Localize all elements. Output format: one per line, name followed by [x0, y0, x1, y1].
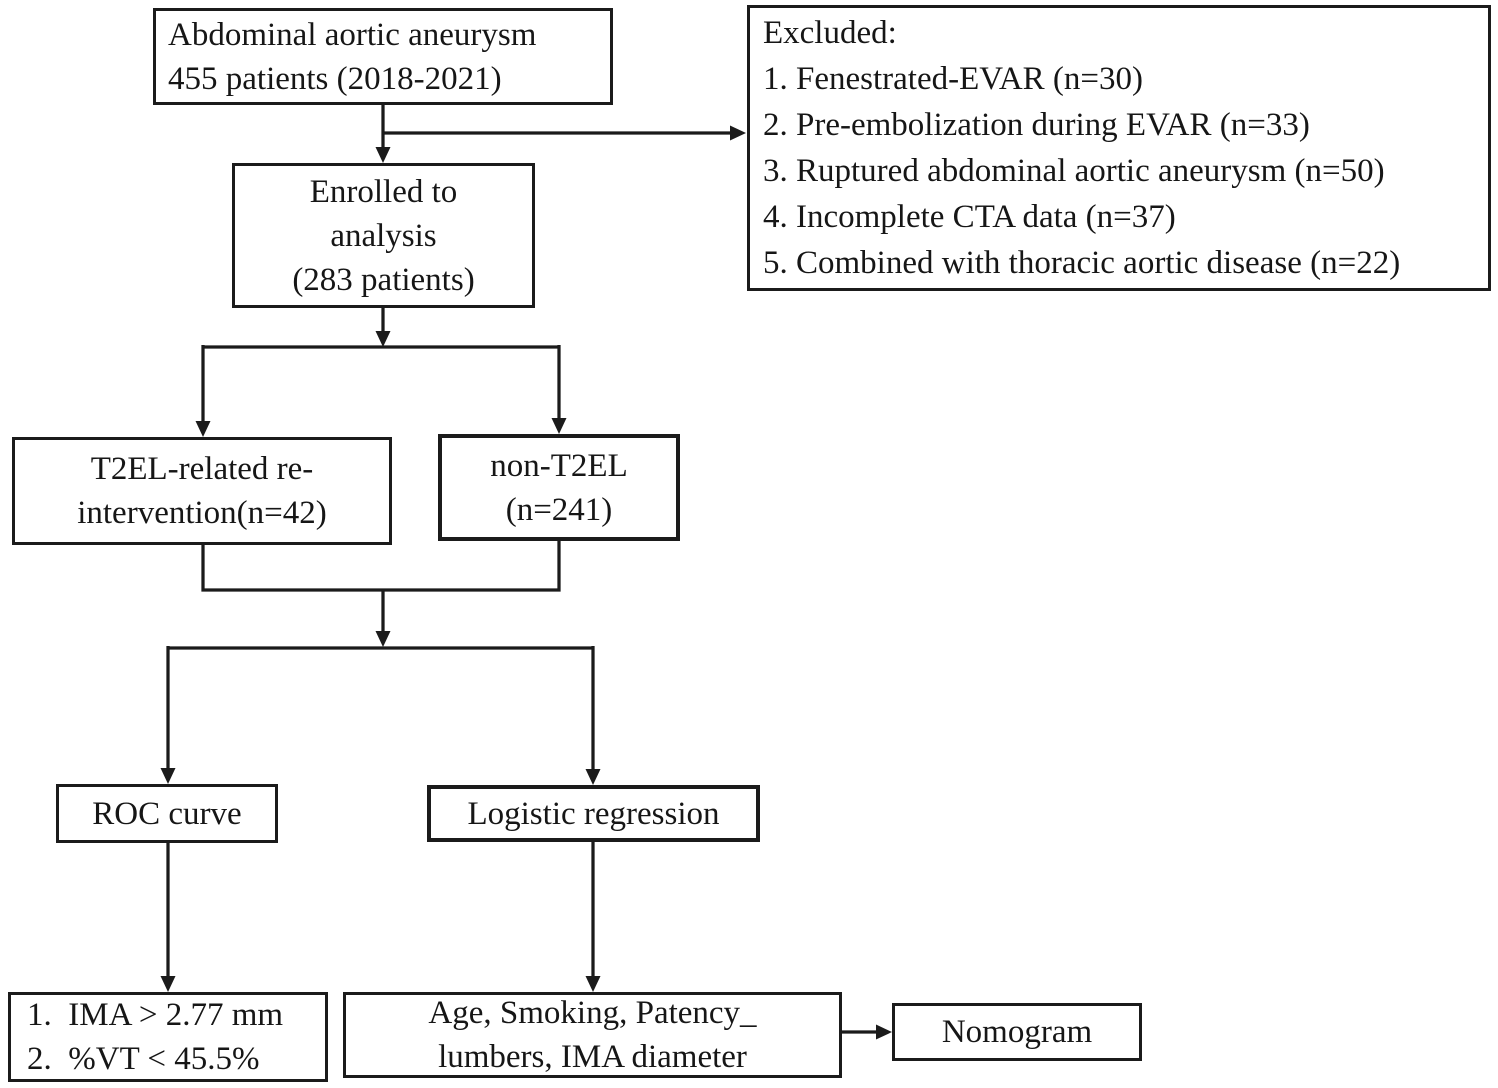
excluded-title: Excluded: [763, 15, 897, 51]
arrowhead-split1 [375, 331, 391, 347]
arrowhead-t2el [195, 421, 211, 437]
arrowhead-logistic [585, 769, 601, 785]
non-t2el-line1: non-T2EL [490, 447, 628, 484]
non-t2el-box: non-T2EL (n=241) [438, 434, 680, 541]
non-t2el-line2: (n=241) [505, 491, 613, 528]
arrowhead-enrolled [375, 147, 391, 163]
t2el-line2: intervention(n=42) [77, 495, 327, 531]
t2el-line1: T2EL-related re- [90, 451, 314, 487]
arrowhead-roc [160, 768, 176, 784]
cutoff-line1: 1. IMA > 2.77 mm [27, 997, 284, 1033]
t2el-reintervention-box: T2EL-related re- intervention(n=42) [12, 437, 392, 545]
arrowhead-split2 [375, 631, 391, 647]
excluded-item-1: 1. Fenestrated-EVAR (n=30) [763, 61, 1144, 97]
enrolled-box: Enrolled to analysis (283 patients) [232, 163, 535, 308]
arrowhead-nomogram [876, 1024, 892, 1040]
predictors-line2: lumbers, IMA diameter [438, 1039, 747, 1075]
predictors-box: Age, Smoking, Patency_ lumbers, IMA diam… [343, 992, 842, 1078]
logistic-regression-box: Logistic regression [427, 785, 760, 842]
roc-label: ROC curve [92, 795, 242, 832]
arrowhead-predictors [585, 976, 601, 992]
cutoff-line2: 2. %VT < 45.5% [27, 1041, 260, 1077]
nomogram-box: Nomogram [892, 1003, 1142, 1061]
arrowhead-non-t2el [551, 418, 567, 434]
enrolled-line1: Enrolled to [309, 173, 458, 210]
excluded-item-4: 4. Incomplete CTA data (n=37) [763, 199, 1176, 235]
excluded-item-3: 3. Ruptured abdominal aortic aneurysm (n… [763, 153, 1385, 189]
cutoff-values-box: 1. IMA > 2.77 mm 2. %VT < 45.5% [8, 992, 328, 1082]
enrolled-line3: (283 patients) [292, 261, 475, 298]
arrowhead-cutoff [160, 976, 176, 992]
excluded-box: Excluded: 1. Fenestrated-EVAR (n=30) 2. … [747, 5, 1491, 291]
predictors-line1: Age, Smoking, Patency_ [428, 995, 757, 1031]
merge-bar [201, 541, 561, 592]
nomogram-label: Nomogram [941, 1014, 1093, 1050]
logistic-label: Logistic regression [467, 795, 720, 832]
aaa-patients-box: Abdominal aortic aneurysm 455 patients (… [153, 8, 613, 105]
roc-curve-box: ROC curve [56, 784, 278, 843]
enrolled-line2: analysis [330, 217, 437, 254]
aaa-box-line1: Abdominal aortic aneurysm [168, 16, 537, 53]
excluded-item-5: 5. Combined with thoracic aortic disease… [763, 245, 1401, 281]
excluded-item-2: 2. Pre-embolization during EVAR (n=33) [763, 107, 1310, 143]
aaa-box-line2: 455 patients (2018-2021) [168, 60, 502, 97]
arrowhead-excluded [730, 125, 746, 141]
